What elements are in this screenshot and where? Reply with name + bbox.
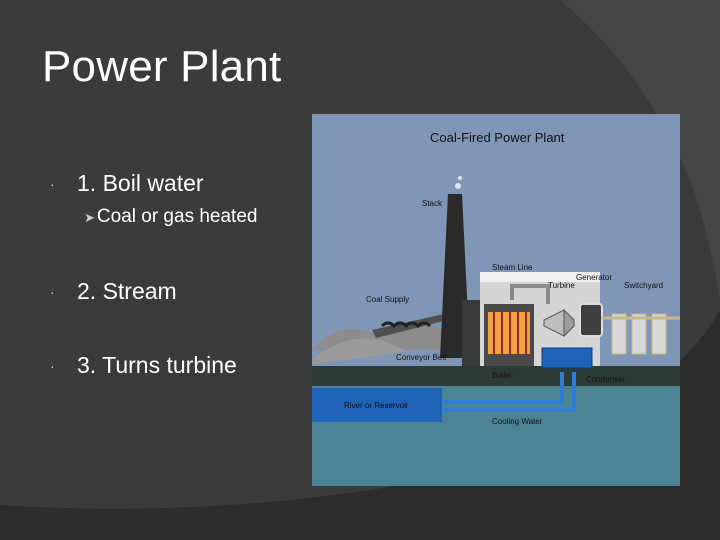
- smoke-puff: [458, 176, 462, 180]
- slide-title: Power Plant: [42, 42, 282, 91]
- label-condenser: Condenser: [586, 375, 625, 384]
- switchyard: [611, 313, 667, 355]
- arrow-bullet-icon: ➤: [84, 210, 95, 225]
- reservoir: [312, 388, 442, 422]
- condenser: [541, 347, 593, 369]
- bullet-dot: ·: [50, 358, 55, 374]
- coal-hopper: [462, 300, 482, 366]
- bullet-text: 2. Stream: [77, 278, 177, 304]
- steam-line: [510, 284, 550, 304]
- label-conveyor-belt: Conveyor Belt: [396, 353, 447, 362]
- label-turbine: Turbine: [548, 281, 575, 290]
- ground-band: [312, 366, 680, 388]
- boiler-tubes: [493, 312, 527, 354]
- hill-shape: [312, 338, 407, 364]
- bullet-dot: ·: [50, 284, 55, 300]
- label-steam-line: Steam Line: [492, 263, 533, 272]
- label-reservoir: River or Reservoir: [344, 401, 409, 410]
- label-stack: Stack: [422, 199, 443, 208]
- coal-fired-power-plant-diagram: Coal-Fired Power Plant S: [312, 114, 680, 486]
- cooling-water-pipe: [442, 372, 576, 412]
- label-cooling-water: Cooling Water: [492, 417, 543, 426]
- bullet-dot: ·: [50, 176, 55, 192]
- plant-roof: [480, 272, 600, 282]
- turbine-blades: [563, 308, 575, 338]
- cooling-water-pipe: [442, 372, 564, 404]
- label-switchyard: Switchyard: [624, 281, 663, 290]
- label-coal-supply: Coal Supply: [366, 295, 409, 304]
- diagram-title: Coal-Fired Power Plant: [430, 130, 565, 145]
- sub-bullet-text: Coal or gas heated: [96, 206, 258, 227]
- coal-on-conveyor: [380, 321, 432, 329]
- label-generator: Generator: [576, 273, 612, 282]
- bullet-text: 3. Turns turbine: [77, 352, 237, 378]
- generator: [579, 303, 603, 337]
- sub-bullet-coal: ➤Coal or gas heated: [84, 206, 257, 228]
- smoke-puff: [455, 183, 461, 189]
- bullet-text: 1. Boil water: [77, 170, 204, 196]
- label-boiler: Boiler: [492, 371, 513, 380]
